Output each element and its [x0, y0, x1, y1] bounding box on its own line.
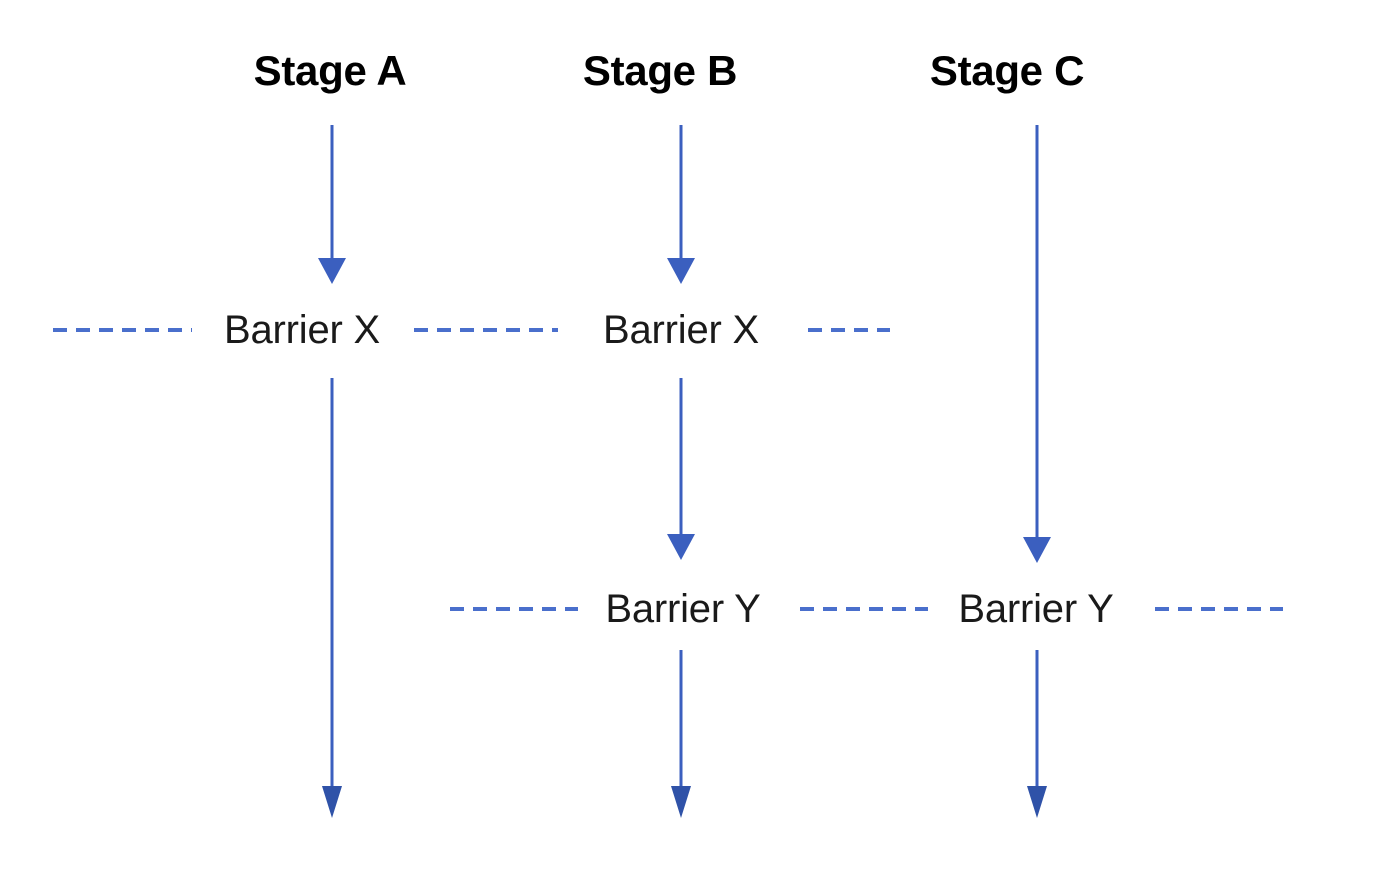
arrow-barrier-y-b-output [671, 650, 691, 818]
barrier-label-y-stage-b: Barrier Y [595, 589, 771, 629]
barrier-label-y-stage-c: Barrier Y [948, 589, 1124, 629]
arrow-group [318, 125, 1051, 818]
arrow-barrier-x-b-to-barrier-y-b [667, 378, 695, 560]
arrow-stage-b-to-barrier-x [667, 125, 695, 284]
barrier-label-x-stage-b: Barrier X [592, 310, 770, 350]
dashed-link-group [53, 328, 1283, 611]
stage-label-b: Stage B [582, 47, 738, 94]
arrow-stage-a-to-barrier-x [318, 125, 346, 284]
arrow-barrier-y-c-output [1027, 650, 1047, 818]
barrier-label-x-stage-a: Barrier X [213, 310, 391, 350]
stage-label-c: Stage C [929, 47, 1085, 94]
arrow-stage-c-to-barrier-y [1023, 125, 1051, 563]
stage-label-a: Stage A [253, 47, 407, 94]
arrow-barrier-x-a-output [322, 378, 342, 818]
